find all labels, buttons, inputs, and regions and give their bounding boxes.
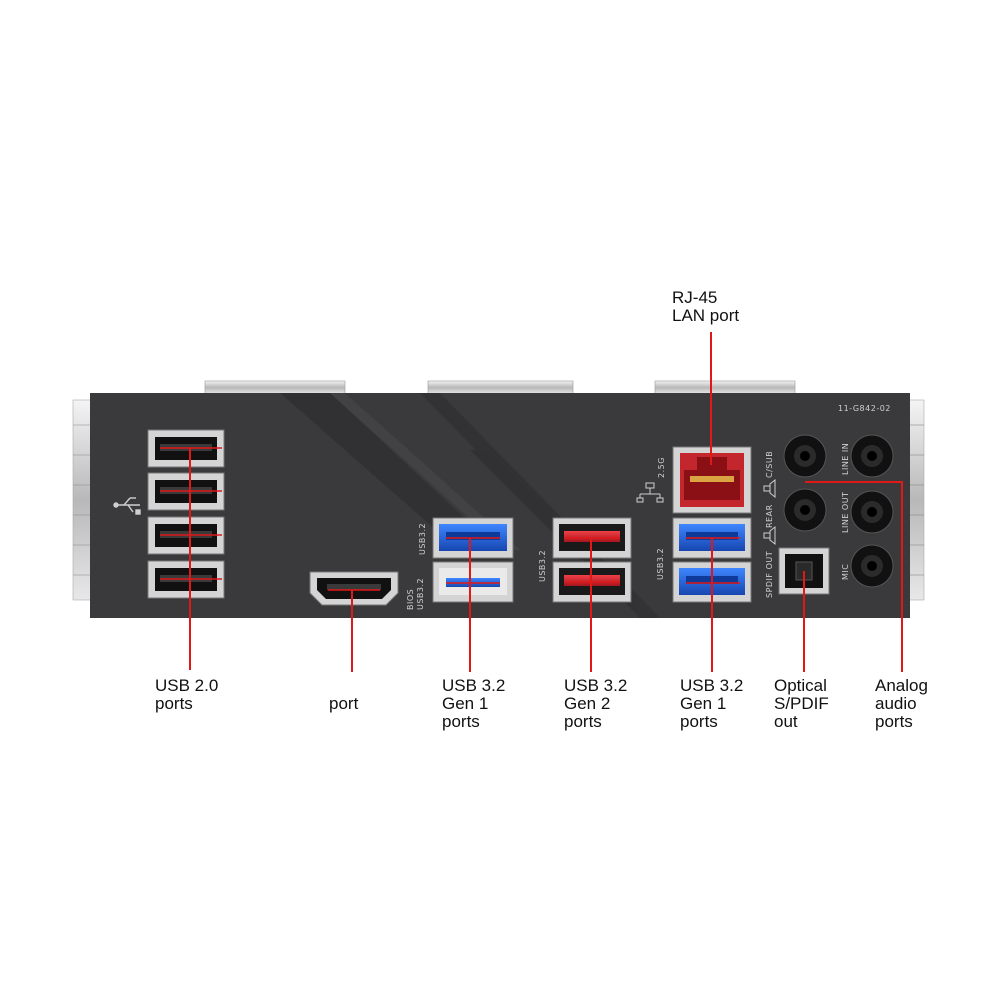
callout-usb32-gen2-line3: ports	[564, 712, 602, 731]
callout-spdif-line1: Optical	[774, 676, 827, 695]
callout-rj45-line2: LAN port	[672, 306, 740, 325]
usb-icon	[113, 497, 141, 515]
callout-video: port	[329, 695, 358, 713]
callout-rj45: RJ-45 LAN port	[672, 289, 739, 325]
bios-flashback-port	[432, 561, 514, 603]
callout-usb32-gen1-right-line3: ports	[680, 712, 718, 731]
video-port	[309, 571, 399, 606]
shield-right-fingers	[907, 399, 925, 601]
silk-usb32-right: USB3.2	[656, 548, 665, 580]
callout-usb20-line1: USB 2.0	[155, 676, 219, 695]
network-icon	[636, 482, 664, 503]
audio-jack-mic	[850, 544, 894, 588]
callout-usb32-gen2: USB 3.2 Gen 2 ports	[564, 677, 627, 731]
port-markers	[160, 447, 740, 591]
audio-jack-rear	[783, 488, 827, 532]
silk-line-in: LINE IN	[841, 443, 850, 475]
callout-spdif-line3: out	[774, 712, 798, 731]
speaker-icon	[763, 525, 776, 546]
callout-leaders	[189, 332, 903, 672]
speaker-icon	[763, 478, 776, 499]
callout-spdif-line2: S/PDIF	[774, 694, 829, 713]
callout-usb32-gen2-line2: Gen 2	[564, 694, 611, 713]
silk-bios: BIOS	[406, 589, 415, 610]
silk-mic: MIC	[841, 564, 850, 580]
callout-usb32-gen1-right-line1: USB 3.2	[680, 676, 744, 695]
shield-left-fingers	[72, 399, 92, 601]
callout-audio-line2: audio	[875, 694, 917, 713]
callout-usb32-gen1-left-line3: ports	[442, 712, 480, 731]
callout-usb20: USB 2.0 ports	[155, 677, 218, 713]
callout-audio: Analog audio ports	[875, 677, 928, 731]
silk-usb32-mid: USB3.2	[538, 550, 547, 582]
shield-top-tabs	[204, 380, 796, 395]
silk-bios-usb32: USB3.2	[416, 578, 425, 610]
audio-jack-csub	[783, 434, 827, 478]
callout-audio-line1: Analog	[875, 676, 928, 695]
callout-audio-line3: ports	[875, 712, 913, 731]
callout-video-line1: port	[329, 694, 359, 713]
silk-spdif-out: SPDIF OUT	[765, 551, 774, 598]
callout-usb32-gen1-right: USB 3.2 Gen 1 ports	[680, 677, 743, 731]
callout-spdif: Optical S/PDIF out	[774, 677, 829, 731]
silk-line-out: LINE OUT	[841, 492, 850, 533]
silk-usb32-left: USB3.2	[418, 523, 427, 555]
callout-usb32-gen1-right-line2: Gen 1	[680, 694, 727, 713]
audio-jack-line-out	[850, 490, 894, 534]
callout-usb32-gen2-line1: USB 3.2	[564, 676, 628, 695]
model-code: 11-G842-02	[838, 404, 891, 413]
callout-rj45-line1: RJ-45	[672, 288, 718, 307]
silk-rear: REAR	[765, 504, 774, 528]
callout-usb32-gen1-left-line1: USB 3.2	[442, 676, 506, 695]
silk-lan-speed: 2.5G	[657, 457, 666, 478]
silk-csub: C/SUB	[765, 451, 774, 478]
callout-usb32-gen1-left: USB 3.2 Gen 1 ports	[442, 677, 505, 731]
callout-usb32-gen1-left-line2: Gen 1	[442, 694, 489, 713]
audio-jack-line-in	[850, 434, 894, 478]
callout-usb20-line2: ports	[155, 694, 193, 713]
leader-audio	[805, 481, 903, 672]
